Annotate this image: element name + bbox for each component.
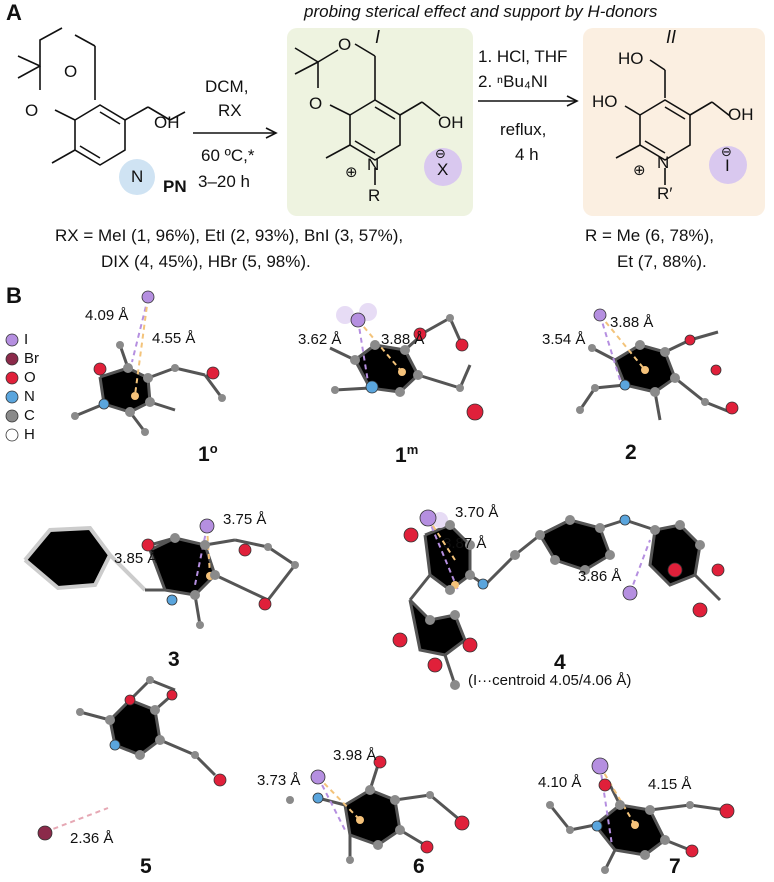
label-4: 4 [554,651,566,674]
bromine-sphere-icon [5,352,19,366]
dist-5: 2.36 Å [70,830,114,847]
pn-oh: OH [154,113,180,132]
label-6: 6 [413,855,425,878]
legend-label-o: O [24,369,36,386]
i-anion-minus: ⊖ [435,146,446,161]
pn-o-bottom: O [25,101,39,120]
yields-right-line2: Et (7, 88%). [617,252,707,271]
ii-anion-i: I [725,156,730,175]
ii-plus: ⊕ [633,162,646,179]
label-1m: 1m [395,442,419,467]
ii-anion-minus: ⊖ [721,144,732,159]
i-plus: ⊕ [345,164,358,181]
hydrogen-sphere-icon [5,428,19,442]
dist-4-a: 3.70 Å [455,504,499,521]
pn-o-top: O [64,62,78,81]
dist-2-b: 3.88 Å [610,314,654,331]
dist-4-b: 3.87 Å [443,535,487,552]
dist-1o-b: 4.55 Å [152,330,196,347]
legend-label-n: N [24,388,35,405]
dist-3-b: 3.85 Å [114,550,158,567]
yields-left-line1: RX = MeI (1, 96%), EtI (2, 93%), BnI (3,… [55,226,404,245]
ii-rprime: R′ [657,184,673,203]
i-anion-x: X [437,160,449,179]
i-o-top: O [338,35,352,54]
dist-1m-a: 3.62 Å [298,331,342,348]
yields-left-line2: DIX (4, 45%), HBr (5, 98%). [101,252,311,271]
anion-x-highlight [424,148,462,186]
legend-label-h: H [24,426,35,443]
step1-line1: DCM, [205,77,249,96]
label-1o: 1o [198,441,218,466]
nitrogen-sphere-icon [5,390,19,404]
i-n: N [367,155,380,174]
pn-label: PN [163,177,187,196]
dist-2-a: 3.54 Å [542,331,586,348]
legend-spheres [5,333,19,442]
step1-line3: 60 ºC,* [201,146,255,165]
i-o-bottom: O [309,94,323,113]
step2-line2: 2. ⁿBu₄NI [478,72,548,91]
dist-7-a: 4.10 Å [538,774,582,791]
step2-line3: reflux, [500,120,547,139]
i-r: R [368,186,381,205]
label-7: 7 [669,855,681,878]
dist-1m-b: 3.88 Å [381,331,425,348]
dist-1o-a: 4.09 Å [85,307,129,324]
step1-line4: 3–20 h [198,172,250,191]
dist-3-a: 3.75 Å [223,511,267,528]
dist-6-b: 3.98 Å [333,747,377,764]
step2-line4: 4 h [515,145,539,164]
legend-label-br: Br [24,350,39,367]
ii-ho-left: HO [592,92,618,111]
intermediate-ii-box [583,28,765,216]
anion-i-highlight [709,146,747,184]
ii-n: N [657,153,670,172]
pn-pyridine-ring [74,104,126,166]
step1-line2: RX [218,101,242,120]
dist-7-b: 4.15 Å [648,776,692,793]
dist-6-a: 3.73 Å [257,772,301,789]
pn-n: N [131,167,144,186]
legend-label-c: C [24,407,35,424]
ii-oh: OH [728,105,754,124]
legend-label-i: I [24,331,29,348]
note-4-centroid: (I···centroid 4.05/4.06 Å) [468,672,632,689]
yields-right-line1: R = Me (6, 78%), [585,226,714,245]
label-3: 3 [168,648,180,671]
oxygen-sphere-icon [5,371,19,385]
panel-a-letter: A [6,0,22,25]
panel-a-title: probing sterical effect and support by H… [304,2,658,21]
carbon-sphere-icon [5,409,19,423]
pn-gem-dimethyl [17,27,63,79]
i-oh: OH [438,113,464,132]
panel-b-letter: B [6,283,22,308]
crystal-structures-drawing [23,290,739,874]
intermediate-i-label: I [375,27,381,47]
label-2: 2 [625,441,637,464]
dist-4-c: 3.86 Å [578,568,622,585]
iodine-sphere-icon [5,333,19,347]
pn-highlight [119,159,155,195]
step2-line1: 1. HCl, THF [478,47,568,66]
ii-ho-top: HO [618,49,644,68]
label-5: 5 [140,855,152,878]
intermediate-ii-label: II [666,27,677,47]
